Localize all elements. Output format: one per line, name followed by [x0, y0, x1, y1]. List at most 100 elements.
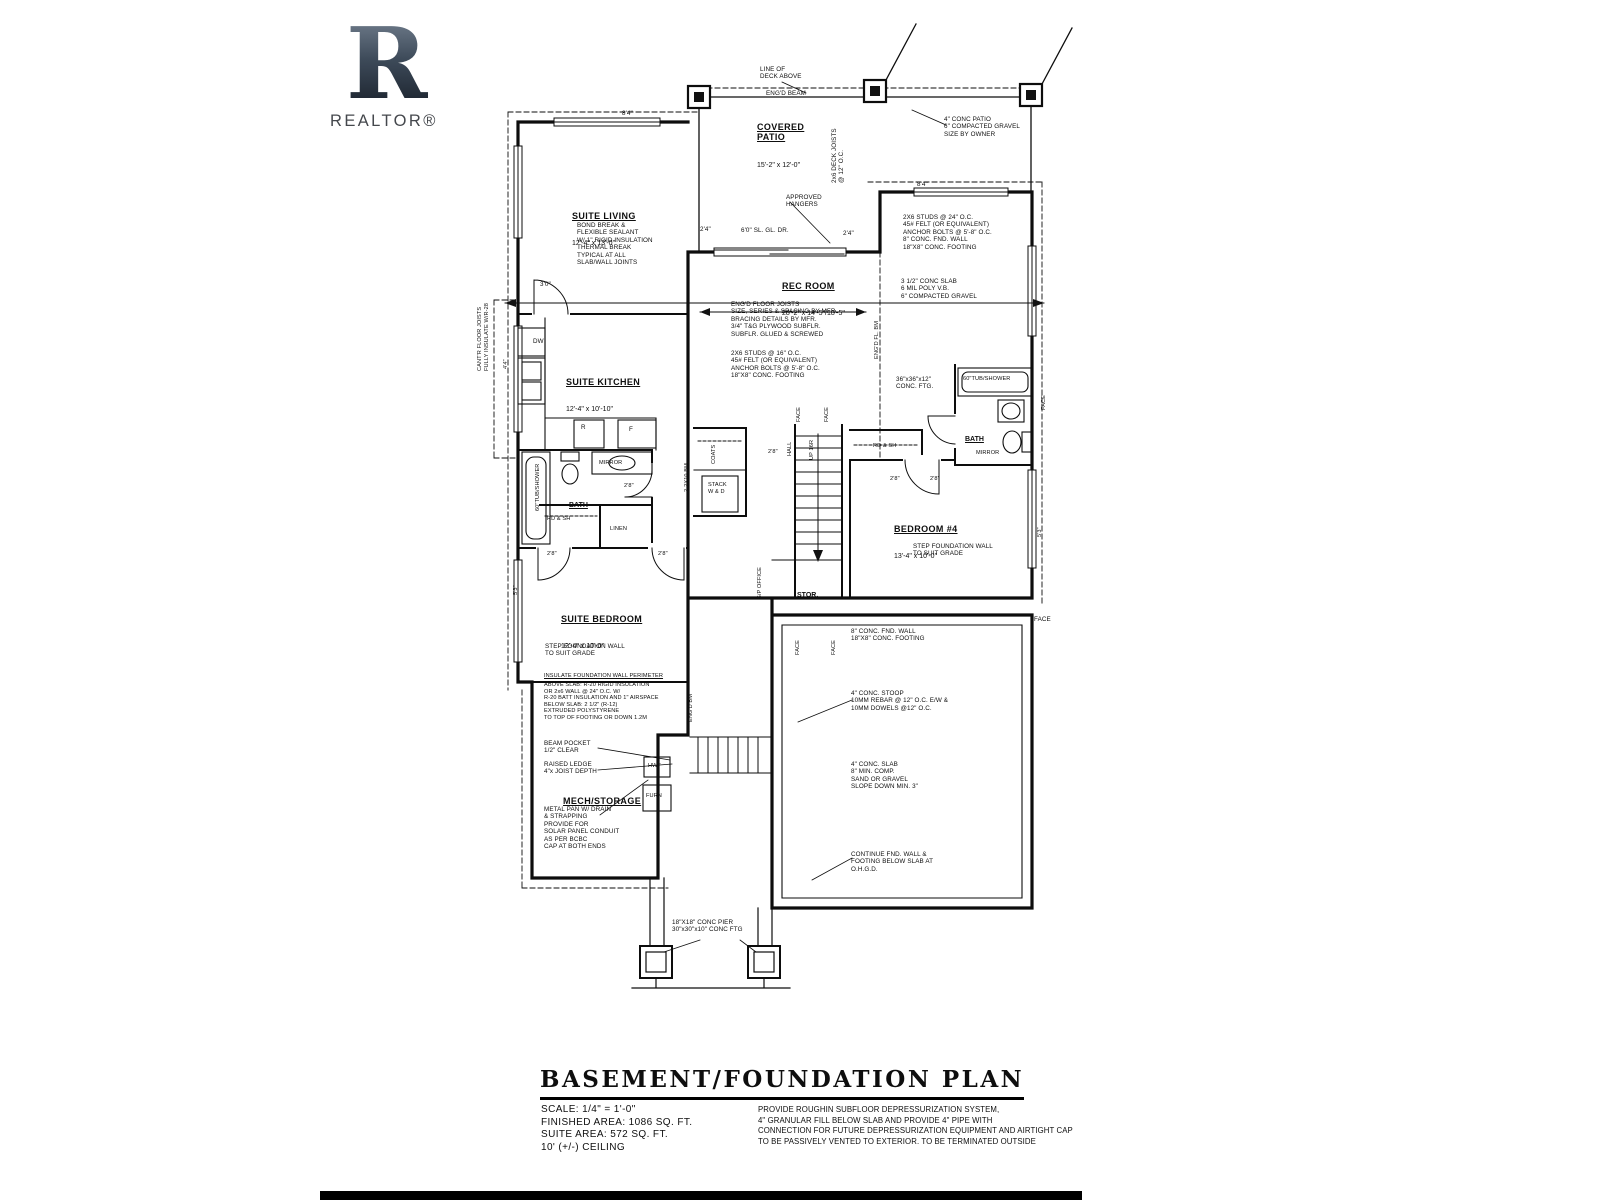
label-hot-water-tank: HWT	[648, 763, 662, 769]
room-label-bedroom-4: BEDROOM #4 13'-4" x 10'-0"	[894, 506, 958, 578]
walls-interior	[517, 313, 1033, 683]
room-dims: 13'-4" x 10'-0"	[894, 553, 938, 561]
plan-suite-area: SUITE AREA: 572 SQ. FT.	[541, 1129, 669, 1140]
room-dims: 28'-2" x 14'-5"/18'-5"	[782, 310, 845, 318]
dim-8-4-top: 8'4"	[622, 110, 633, 117]
dim-2-8-b: 2'8"	[547, 551, 557, 557]
annotation-fnd-wall: 8" CONC. FND. WALL 18"X8" CONC. FOOTING	[851, 628, 925, 643]
label-mirror-left: MIRROR	[599, 460, 623, 466]
room-dims: 12'-4" x 13'-0"	[572, 240, 616, 248]
room-label-bath-left: BATH	[569, 484, 588, 528]
dim-2-8-c: 2'8"	[658, 551, 668, 557]
dim-2-8-d: 2'8"	[930, 476, 940, 482]
dim-8-4-right: 8'4"	[917, 181, 928, 188]
bath-left-fixtures	[521, 451, 653, 545]
stairs-lower	[689, 736, 771, 774]
dim-2-8-f: 2'8"	[768, 449, 778, 455]
label-furnace: FURN	[646, 793, 662, 799]
annotation-cantilever-joists: CANT'R FLOOR JOISTS FULLY INSULATE W/R-2…	[477, 303, 490, 371]
room-dims: 15'-2" x 12'-0"	[757, 161, 801, 169]
label-face-b: FACE	[796, 406, 802, 422]
svg-text:R: R	[346, 10, 429, 105]
room-name: REC ROOM	[782, 281, 835, 291]
label-rod-shelf-left: RD & SH	[547, 516, 571, 522]
room-label-stor: STOR.	[797, 574, 818, 618]
annotation-beam-pocket: BEAM POCKET 1/2" CLEAR	[544, 740, 591, 755]
room-name: COVERED PATIO	[757, 122, 805, 143]
label-face-e: FACE	[831, 639, 837, 655]
annotation-line-of-deck: LINE OF DECK ABOVE	[760, 66, 802, 81]
annotation-conc-slab-3: 3 1/2" CONC SLAB 6 MIL POLY V.B. 6" COMP…	[901, 278, 977, 300]
label-tub-right: 60"TUB/SHOWER	[963, 376, 1011, 382]
room-name: BATH	[965, 436, 984, 443]
stairs-main	[771, 433, 843, 562]
plan-finished-area: FINISHED AREA: 1086 SQ. FT.	[541, 1116, 693, 1128]
dim-2-4-a: 2'4"	[700, 226, 711, 233]
annotation-sliding-glass-door: 6'0" SL. GL. DR.	[741, 227, 789, 234]
annotation-engd-beam: ENG'D BEAM	[766, 90, 806, 97]
label-2x10-beam: 2-2X10 BM	[684, 463, 690, 492]
mech-fixtures	[642, 756, 672, 812]
label-linen: LINEN	[610, 526, 627, 532]
concrete-piers	[631, 877, 791, 989]
garage-inner-line	[781, 624, 1023, 899]
room-name: BATH	[569, 502, 588, 509]
room-label-rec-room: REC ROOM 28'-2" x 14'-5"/18'-5"	[782, 263, 845, 335]
room-dims: 12'-4" x 10'-0"	[561, 643, 605, 651]
closet-lines	[693, 469, 747, 513]
room-name: SUITE LIVING	[572, 211, 636, 221]
annotation-step-foundation-right: STEP FOUNDATION WALL TO SUIT GRADE	[913, 543, 993, 558]
plan-note: PROVIDE ROUGHIN SUBFLOOR DEPRESSURIZATIO…	[758, 1105, 1073, 1146]
label-engd-fl-bm: ENG'D FL. BM	[874, 320, 880, 359]
label-hall: HALL	[787, 441, 793, 456]
label-stack-washer-dryer: STACK W & D	[708, 482, 727, 495]
annotation-insulate-title: INSULATE FOUNDATION WALL PERIMETER	[544, 673, 664, 679]
annotation-metal-pan: METAL PAN W/ DRAIN & STRAPPING PROVIDE F…	[544, 806, 620, 851]
dim-5-3-left: 5'3"	[513, 585, 519, 595]
dim-2-4-b: 2'4"	[843, 230, 854, 237]
label-face-d: FACE	[795, 639, 801, 655]
label-dishwasher: DW	[533, 338, 544, 345]
annotation-step-foundation-left: STEP FOUNDATION WALL TO SUIT GRADE	[545, 643, 625, 658]
plan-title: BASEMENT/FOUNDATION PLAN	[540, 1066, 1025, 1100]
dim-3-0: 3'0"	[540, 281, 551, 288]
dim-2-8-e: 2'8"	[890, 476, 900, 482]
dim-5-3-right: 5'3"	[1037, 527, 1043, 537]
realtor-r-icon: R	[346, 7, 429, 122]
plan-info-block: SCALE: 1/4" = 1'-0" FINISHED AREA: 1086 …	[541, 1104, 692, 1154]
room-label-mech-storage: MECH/STORAGE	[563, 778, 641, 824]
annotation-continue-fnd: CONTINUE FND. WALL & FOOTING BELOW SLAB …	[851, 851, 934, 873]
room-name: SUITE BEDROOM	[561, 614, 643, 624]
label-coats: COATS	[711, 444, 717, 464]
room-name: BEDROOM #4	[894, 524, 958, 534]
annotation-engd-floor-joists: ENG'D FLOOR JOISTS SIZE, SERIES & SPACIN…	[731, 301, 838, 338]
annotation-conc-stoop: 4" CONC. STOOP 10MM REBAR @ 12" O.C. E/W…	[851, 690, 949, 712]
room-label-suite-living: SUITE LIVING 12'-4" x 13'-0"	[572, 193, 636, 265]
room-name: STOR.	[797, 592, 819, 599]
label-up-16r: UP 16R	[809, 439, 815, 460]
bottom-scan-bar	[320, 1191, 1082, 1200]
room-label-bath-right: BATH	[965, 418, 984, 462]
label-fridge: F	[629, 426, 633, 433]
label-sp-office: S/P OFFICE	[757, 567, 763, 599]
annotation-conc-patio: 4" CONC PATIO 6" COMPACTED GRAVEL SIZE B…	[944, 116, 1020, 138]
annotation-conc-ftg-36: 36"x36"x12" CONC. FTG.	[896, 376, 934, 391]
annotation-approved-hangers: APPROVED HANGERS	[786, 194, 822, 209]
patio-pillars	[686, 78, 1044, 110]
room-dims: 12'-4" x 10'-10"	[566, 406, 613, 414]
door-openings	[532, 309, 960, 553]
room-label-suite-kitchen: SUITE KITCHEN 12'-4" x 10'-10"	[566, 359, 640, 431]
room-name: SUITE KITCHEN	[566, 377, 641, 387]
annotation-studs-16: 2X6 STUDS @ 16" O.C. 45# FELT (OR EQUIVA…	[731, 350, 820, 380]
label-engd-bm: ENG'D BM	[688, 694, 694, 722]
annotation-insulate-body: ABOVE SLAB: R-20 RIGID INSULATION OR 2x6…	[544, 682, 659, 721]
label-face-c: FACE	[824, 406, 830, 422]
room-label-suite-bedroom: SUITE BEDROOM 12'-4" x 10'-0"	[561, 596, 642, 668]
leader-lines	[597, 81, 947, 953]
room-label-covered-patio: COVERED PATIO 15'-2" x 12'-0"	[757, 104, 804, 187]
label-tub-left: 60"TUB/SHOWER	[535, 463, 541, 511]
label-range: R	[581, 424, 586, 431]
plan-ceiling: 10' (+/-) CEILING	[541, 1141, 626, 1153]
